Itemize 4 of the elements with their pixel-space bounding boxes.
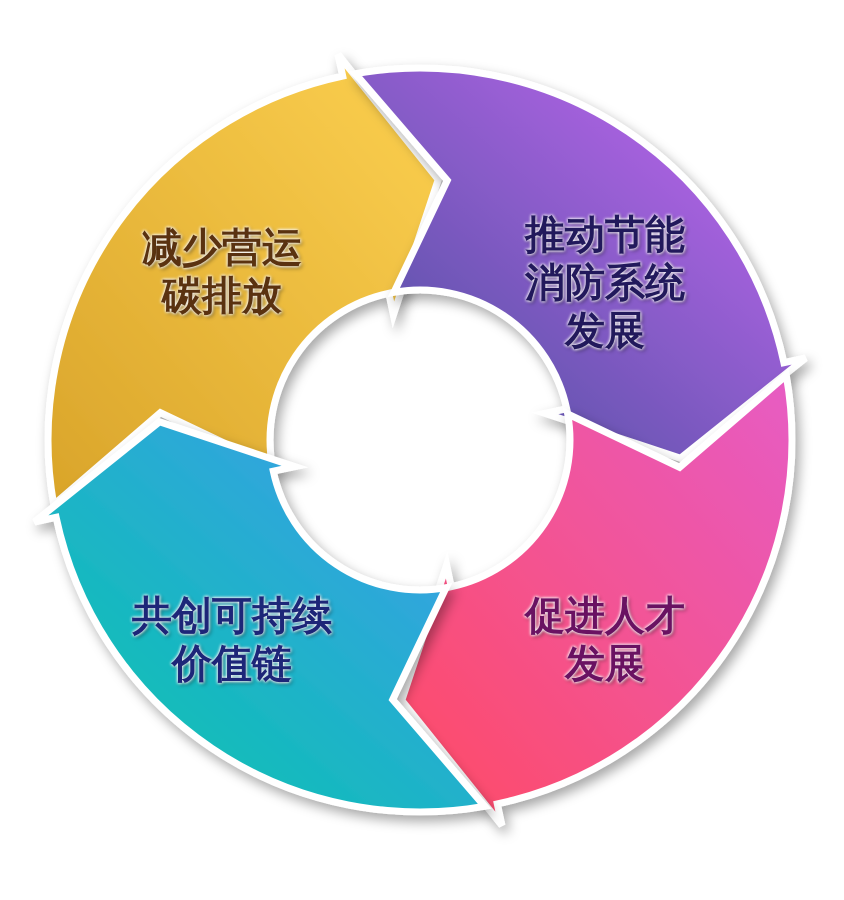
- segment-label: 减少营运碳排放: [142, 224, 302, 320]
- segment-label: 促进人才发展: [525, 592, 685, 688]
- segment-label: 共创可持续价值链: [132, 592, 332, 688]
- segment-label: 推动节能消防系统发展: [525, 211, 685, 355]
